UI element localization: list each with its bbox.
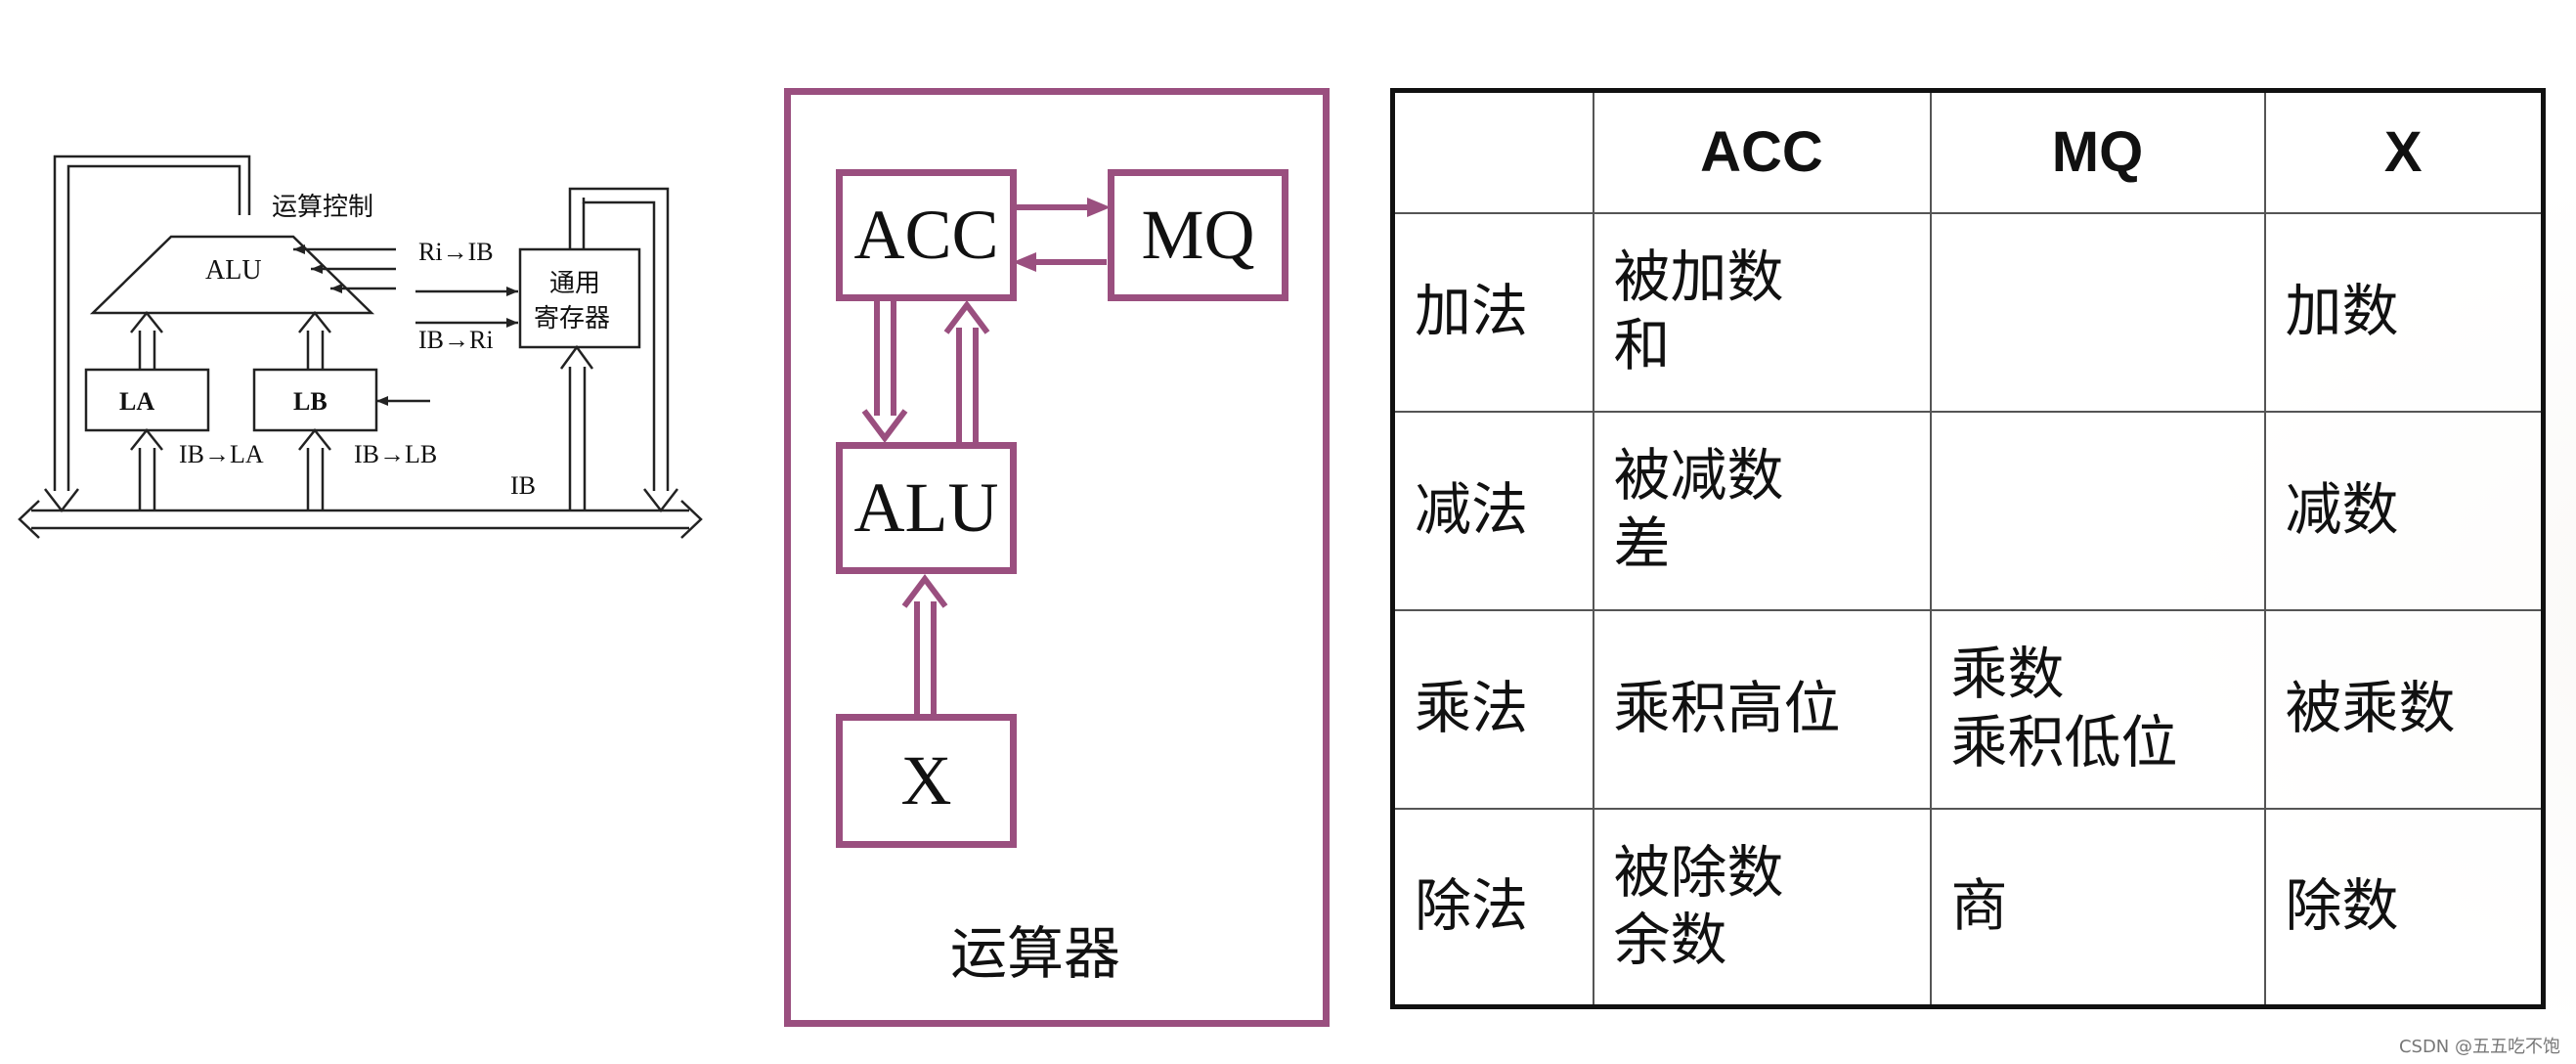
- register-usage-table: ACC MQ X 加法 被加数和 加数 减法 被减数差 减数 乘法 乘积高位 乘…: [1390, 88, 2546, 1009]
- gpr-label-line1: 通用: [549, 269, 600, 298]
- alu-unit: ALU: [836, 442, 1017, 574]
- cell-line: 商: [1950, 872, 2008, 940]
- table-row: 除法 被除数余数 商 除数: [1391, 807, 2545, 1008]
- table-row: 乘法 乘积高位 乘数乘积低位 被乘数: [1391, 608, 2545, 810]
- op-cell: 除法: [1391, 807, 1594, 1008]
- left-alu-label: ALU: [205, 255, 262, 286]
- cell-line: 被减数: [1613, 442, 1784, 510]
- mq-cell: [1929, 211, 2266, 413]
- center-connections: [861, 198, 1111, 714]
- cell-line: 和: [1613, 312, 1671, 378]
- arithmetic-unit-frame: [784, 88, 1330, 1027]
- x-cell: 被乘数: [2263, 608, 2545, 810]
- table-row: 加法 被加数和 加数: [1391, 211, 2545, 413]
- acc-cell: 被除数余数: [1592, 807, 1932, 1008]
- op-label: 乘法: [1415, 675, 1529, 742]
- cell-line: 乘数: [1950, 641, 2065, 708]
- csdn-watermark: CSDN @五五吃不饱: [2398, 1037, 2560, 1057]
- op-cell: 加法: [1391, 211, 1594, 413]
- acc-cell: 乘积高位: [1592, 608, 1932, 810]
- acc-cell: 被减数差: [1592, 410, 1932, 611]
- bus-label: IB: [510, 471, 536, 500]
- ri-to-ib-label: Ri→IB: [418, 238, 494, 266]
- op-label: 减法: [1415, 476, 1529, 544]
- gpr-label-line2: 寄存器: [534, 304, 610, 333]
- x-label: X: [900, 741, 952, 820]
- x-cell: 加数: [2263, 211, 2545, 413]
- header-cell-acc: ACC: [1592, 89, 1932, 214]
- acc-register: ACC: [836, 169, 1017, 301]
- header-cell-x: X: [2263, 89, 2545, 214]
- cell-line: 乘积高位: [1613, 675, 1841, 742]
- header-cell-mq: MQ: [1929, 89, 2266, 214]
- op-label: 除法: [1415, 872, 1529, 940]
- cell-line: 减数: [2285, 476, 2399, 544]
- mq-register: MQ: [1108, 169, 1288, 301]
- cell-line: 加数: [2285, 278, 2399, 345]
- left-alu-diagram: ALU LA LB 运算控制 Ri→IB IB→Ri 通用 寄存器 IB→LA …: [18, 155, 703, 539]
- control-label: 运算控制: [272, 193, 373, 222]
- ib-to-la-label: IB→LA: [179, 440, 264, 468]
- op-label: 加法: [1415, 278, 1529, 345]
- lb-label: LB: [293, 387, 327, 416]
- cell-line: 被除数: [1613, 838, 1784, 906]
- cell-line: 被加数: [1613, 244, 1784, 311]
- ib-to-ri-label: IB→Ri: [418, 326, 494, 354]
- op-cell: 减法: [1391, 410, 1594, 611]
- header-cell-empty: [1391, 89, 1594, 214]
- table-header-row: ACC MQ X: [1391, 89, 2545, 214]
- mq-cell: 乘数乘积低位: [1929, 608, 2266, 810]
- x-register: X: [836, 714, 1017, 848]
- mq-label: MQ: [1141, 196, 1255, 274]
- acc-label: ACC: [853, 196, 999, 274]
- cell-line: 余数: [1613, 907, 1727, 974]
- mq-cell: 商: [1929, 807, 2266, 1008]
- ib-to-lb-label: IB→LB: [354, 440, 437, 468]
- x-cell: 除数: [2263, 807, 2545, 1008]
- cell-line: 乘积低位: [1950, 709, 2178, 776]
- arithmetic-unit-caption: 运算器: [950, 920, 1121, 987]
- cell-line: 差: [1613, 510, 1671, 577]
- acc-cell: 被加数和: [1592, 211, 1932, 413]
- cell-line: 被乘数: [2285, 675, 2456, 742]
- la-label: LA: [119, 387, 154, 416]
- table-row: 减法 被减数差 减数: [1391, 410, 2545, 611]
- x-cell: 减数: [2263, 410, 2545, 611]
- op-cell: 乘法: [1391, 608, 1594, 810]
- mq-cell: [1929, 410, 2266, 611]
- cell-line: 除数: [2285, 872, 2399, 940]
- alu-label: ALU: [853, 468, 999, 547]
